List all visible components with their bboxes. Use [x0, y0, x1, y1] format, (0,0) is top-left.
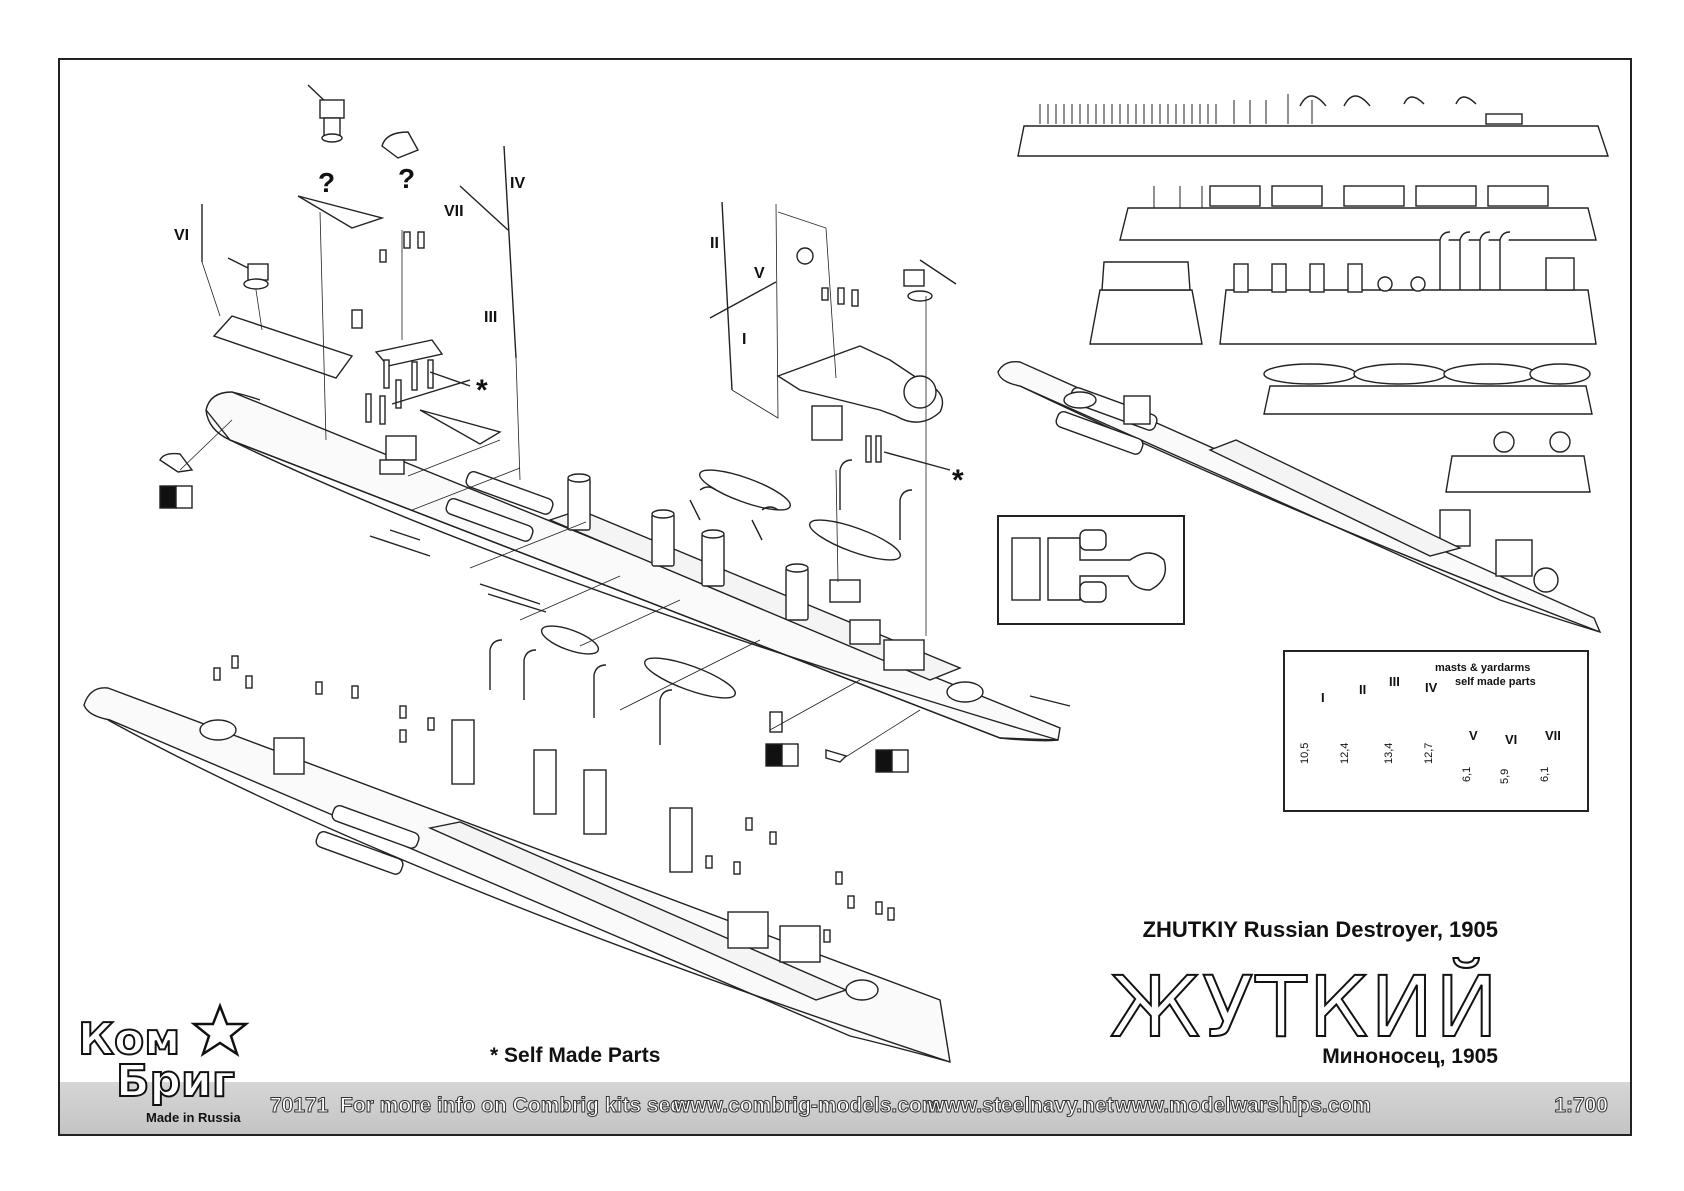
sprue-blocks [1017, 125, 1609, 493]
asterisk-arrows [391, 371, 951, 471]
aft-bridge-platform [776, 345, 984, 703]
label-i: I [742, 331, 746, 348]
funnels [567, 473, 809, 621]
made-in-russia: Made in Russia [146, 1110, 241, 1125]
label-ii: II [710, 235, 719, 252]
skylights [445, 470, 554, 542]
guide-lines [179, 203, 927, 759]
question-mark-2: ? [398, 163, 415, 194]
label-vii: VII [444, 203, 464, 220]
masts-exploded [201, 145, 777, 391]
legend-length-7: 6,1 [1539, 766, 1551, 782]
sprue-parts [1101, 95, 1591, 453]
legend-title-line2: self made parts [1455, 676, 1536, 688]
logo-text-top: Ком [77, 1013, 181, 1066]
label-iv: IV [510, 175, 525, 192]
website-steelnavy-link[interactable]: www.steelnavy.net [928, 1094, 1115, 1118]
legend-roman-4: IV [1425, 680, 1438, 695]
scale-label: 1:700 [1554, 1094, 1609, 1118]
boats [540, 469, 901, 699]
logo-text-bottom: Бриг [115, 1055, 236, 1108]
star-icon [190, 1002, 250, 1057]
main-hull-exploded [205, 391, 1061, 742]
legend-roman-1: I [1321, 690, 1325, 705]
asterisk-marker-1: * [476, 374, 488, 407]
legend-length-4: 12,7 [1423, 742, 1435, 764]
guns [227, 84, 957, 445]
title-russian: ЖУТКИЙ [1109, 958, 1500, 1056]
info-text: For more info on Combrig kits see: [340, 1094, 690, 1118]
question-mark-1: ? [318, 167, 335, 198]
fittings [159, 231, 1071, 763]
legend-roman-6: VI [1505, 732, 1518, 747]
subtitle-russian: Миноносец, 1905 [1322, 1045, 1498, 1068]
self-made-parts-note: * Self Made Parts [490, 1044, 661, 1067]
sprue-pins [1039, 94, 1313, 208]
assembled-hull-right [997, 361, 1602, 634]
bottom-pins [213, 655, 895, 943]
forward-bridge-parts [212, 315, 547, 613]
legend-length-5: 6,1 [1461, 766, 1473, 782]
bridge-plate-inset [997, 515, 1185, 625]
website-modelwarships-link[interactable]: www.modelwarships.com [1115, 1094, 1372, 1118]
legend-roman-5: V [1469, 728, 1478, 743]
legend-roman-2: II [1359, 682, 1367, 697]
legend-length-6: 5,9 [1499, 768, 1511, 784]
legend-length-1: 10,5 [1299, 742, 1311, 764]
davits [489, 459, 913, 745]
combrig-logo: Ком Бриг Made in Russia [72, 1002, 262, 1130]
legend-title-line1: masts & yardarms [1435, 662, 1531, 674]
assembled-hull-bottom [83, 687, 951, 1063]
legend-length-3: 13,4 [1383, 742, 1395, 764]
direction-markers [159, 485, 909, 773]
label-vi: VI [174, 227, 189, 244]
legend-length-2: 12,4 [1339, 742, 1351, 764]
asterisk-marker-2: * [952, 464, 964, 497]
label-v: V [754, 265, 765, 282]
kit-number: 70171 [269, 1094, 329, 1118]
title-english: ZHUTKIY Russian Destroyer, 1905 [1142, 917, 1498, 942]
label-iii: III [484, 309, 497, 326]
legend-roman-7: VII [1545, 728, 1561, 743]
website-combrig-link[interactable]: www.combrig-models.com [673, 1094, 941, 1118]
footer-bar: 70171 For more info on Combrig kits see:… [60, 1082, 1630, 1134]
legend-roman-3: III [1389, 674, 1400, 689]
mast-dimensions-legend: masts & yardarms self made parts I 10,5 … [1283, 650, 1589, 812]
